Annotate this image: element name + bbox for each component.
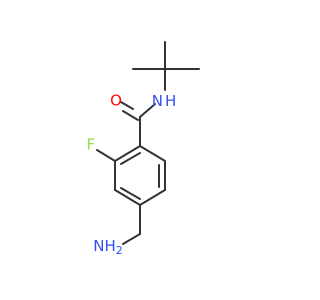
bond-ring-c4-c5 [139,189,166,206]
bond-ring-c1-c2 [114,145,141,162]
bonds [96,41,200,245]
atom-label-oxygen: O [110,92,122,110]
atom-label-amide-n: N [152,92,163,110]
bond-carbonyl-double-1 [120,101,134,110]
atom-label-fluorine: F [87,136,96,154]
bond-ring-inner-1 [120,152,141,165]
atom-label-amine-subscript: 2 [116,244,123,257]
atom-label-amine-nh: NH [93,237,116,255]
bond-ring-inner-2 [120,187,141,200]
atom-label-amine: NH2 [93,237,123,258]
bond-carbonyl-double-2 [122,110,139,121]
bond-ring-fluorine [96,149,116,162]
bond-ring-c3-c4 [114,189,141,206]
bond-ch2-n [122,233,141,245]
atom-label-amide-h: H [165,92,176,110]
bond-ring-c6-c1 [139,145,166,162]
bond-n-carbonyl [139,103,156,118]
